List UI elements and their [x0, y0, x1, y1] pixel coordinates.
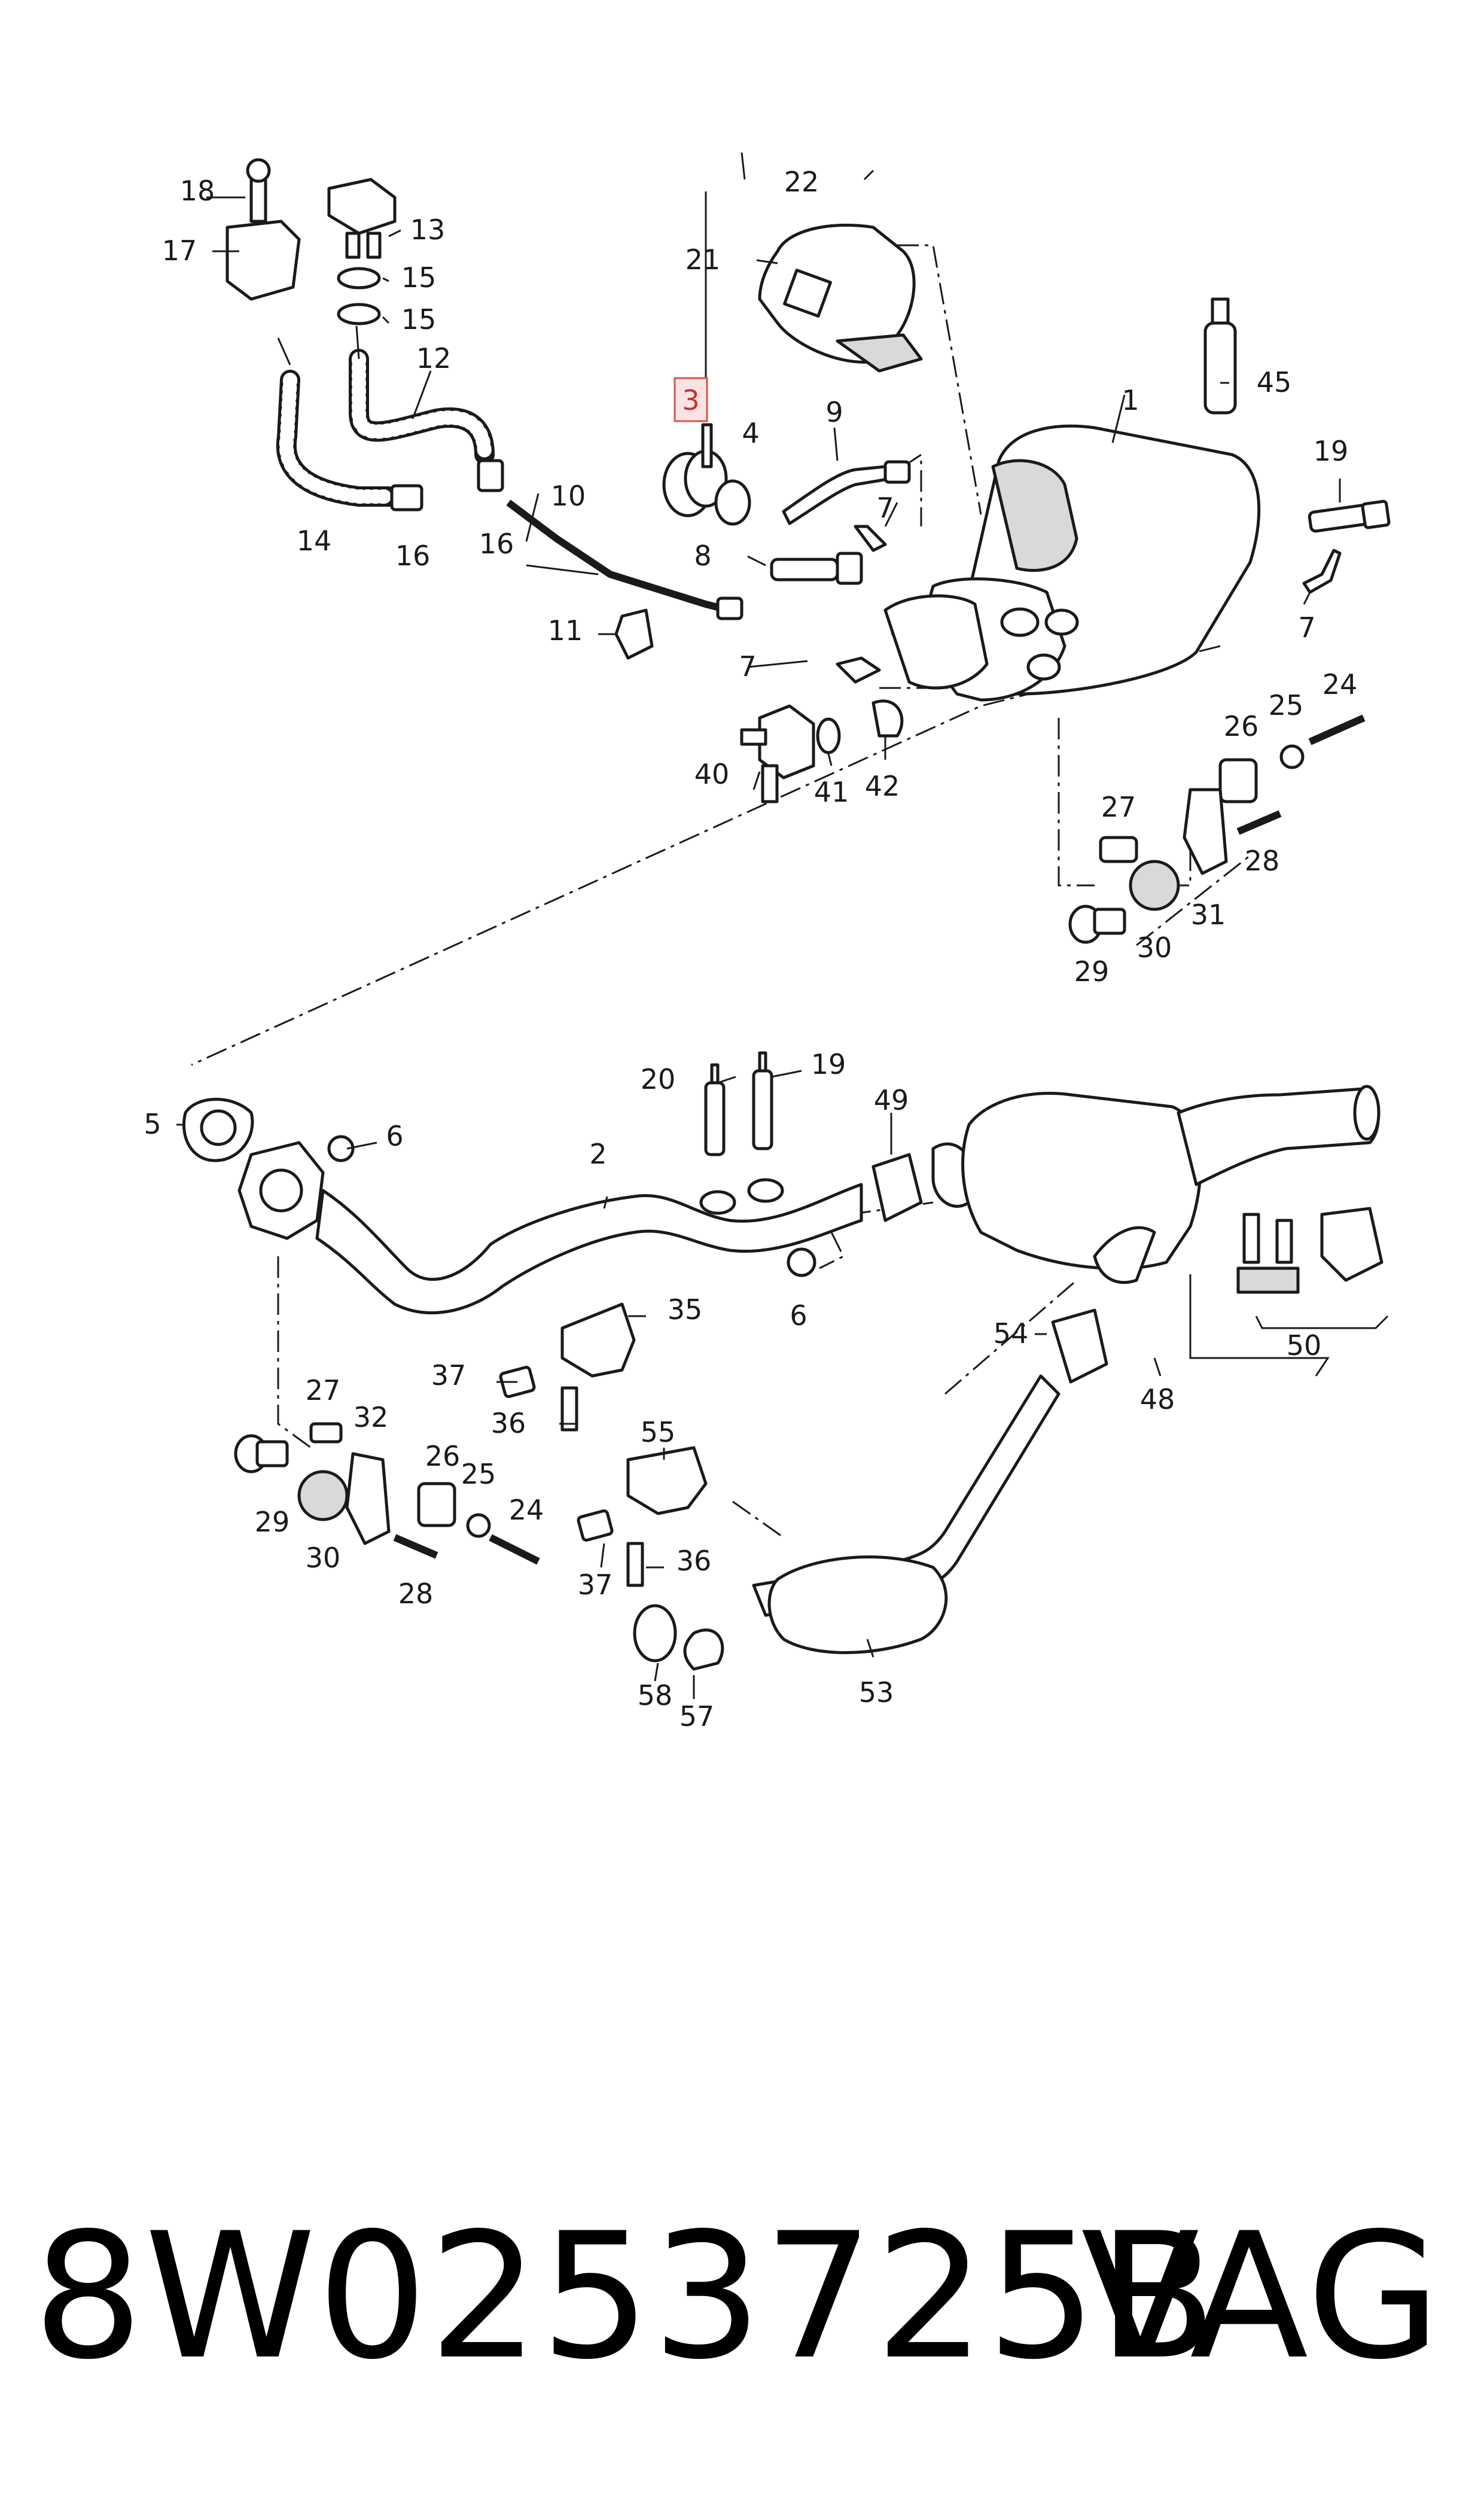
callout-labels: 1 2 3 4 5 6 6 7 7 7 8 9 10 11 12 13 14 1…: [144, 166, 1357, 1733]
callout-31: 31: [1191, 899, 1226, 931]
callout-17: 17: [162, 235, 197, 267]
callout-49: 49: [874, 1084, 909, 1116]
callout-55: 55: [641, 1416, 676, 1448]
callout-8: 8: [694, 540, 711, 572]
callout-18: 18: [180, 175, 215, 207]
lower-sensors: [327, 1051, 816, 1671]
callout-35: 35: [668, 1293, 703, 1326]
front-pipe: [182, 1069, 863, 1314]
callout-7-right: 7: [1298, 611, 1315, 644]
callout-41: 41: [814, 776, 849, 808]
rear-muffler: [871, 1085, 1381, 1284]
pressure-hoses: [276, 325, 504, 511]
callout-10: 10: [551, 480, 586, 512]
callout-16-right: 16: [479, 528, 514, 560]
callout-1: 1: [1122, 384, 1139, 416]
callout-16-left: 16: [395, 540, 431, 572]
callout-2: 2: [589, 1138, 607, 1170]
callout-26-lower: 26: [425, 1440, 461, 1472]
pipe-10: [506, 500, 743, 660]
callout-7-lower: 7: [739, 650, 756, 683]
callout-40: 40: [694, 758, 730, 790]
particulate-filter: [883, 424, 1261, 702]
callout-14: 14: [297, 525, 332, 557]
callout-21: 21: [685, 243, 721, 276]
callout-57: 57: [679, 1700, 715, 1733]
callout-25-upper: 25: [1269, 689, 1304, 721]
part-number: 8W0253725B: [33, 2196, 1218, 2398]
intermediate-pipe: [752, 1308, 1108, 1654]
callout-24-upper: 24: [1323, 668, 1358, 701]
callout-28-lower: 28: [398, 1578, 434, 1610]
callout-37-left: 37: [431, 1359, 467, 1392]
flange-parts: [740, 699, 904, 803]
callout-53: 53: [859, 1676, 894, 1709]
callout-19-upper: 19: [1314, 435, 1349, 467]
callout-28-upper: 28: [1245, 845, 1280, 877]
callout-32: 32: [354, 1401, 389, 1433]
callout-15-lower: 15: [401, 303, 437, 336]
callout-50: 50: [1287, 1329, 1322, 1362]
callout-6-lower-right: 6: [790, 1299, 807, 1332]
callout-24-lower: 24: [509, 1494, 544, 1526]
clamp-3: [662, 423, 751, 526]
callout-45: 45: [1257, 366, 1292, 398]
callout-9: 9: [825, 396, 843, 428]
callout-29-lower: 29: [255, 1506, 290, 1538]
callout-13: 13: [410, 214, 446, 246]
callout-22: 22: [784, 166, 819, 198]
exhaust-parts-diagram: 1 2 3 4 5 6 6 7 7 7 8 9 10 11 12 13 14 1…: [144, 152, 1391, 1733]
callout-27-lower: 27: [306, 1374, 341, 1406]
callout-11: 11: [548, 614, 583, 647]
pressure-sensor-group: [226, 158, 397, 325]
callout-29-upper: 29: [1074, 955, 1110, 988]
heat-shield: [758, 223, 923, 373]
callout-30-lower: 30: [306, 1542, 341, 1574]
callout-19-lower: 19: [811, 1048, 846, 1080]
callout-26-upper: 26: [1224, 710, 1259, 742]
callout-4: 4: [742, 417, 759, 449]
mounting-parts-lower: [234, 1422, 540, 1565]
callout-12: 12: [416, 342, 452, 374]
callout-6-upper-left: 6: [386, 1120, 403, 1152]
highlighted-callout-box: [674, 377, 708, 422]
callout-42: 42: [865, 770, 900, 802]
callout-36-right: 36: [677, 1545, 712, 1577]
callout-36-left: 36: [491, 1407, 526, 1439]
callout-54: 54: [994, 1317, 1029, 1350]
brackets-lower: [499, 1302, 708, 1587]
callout-48: 48: [1140, 1383, 1175, 1415]
brand-name: VAG: [1081, 2196, 1442, 2398]
callout-20: 20: [641, 1063, 676, 1095]
callout-30-upper: 30: [1137, 931, 1172, 964]
callout-58: 58: [638, 1679, 673, 1712]
muffler-mount: [1236, 1207, 1384, 1294]
callout-27-upper: 27: [1101, 791, 1136, 823]
upper-sensors: [770, 297, 1391, 684]
callout-5: 5: [144, 1108, 161, 1140]
mounting-parts-upper: [1068, 714, 1366, 944]
callout-3: 3: [682, 384, 699, 416]
callout-25-lower: 25: [461, 1458, 496, 1490]
callout-7-upper: 7: [876, 492, 894, 524]
callout-37-lower: 37: [578, 1569, 613, 1601]
callout-15-upper: 15: [401, 261, 437, 294]
